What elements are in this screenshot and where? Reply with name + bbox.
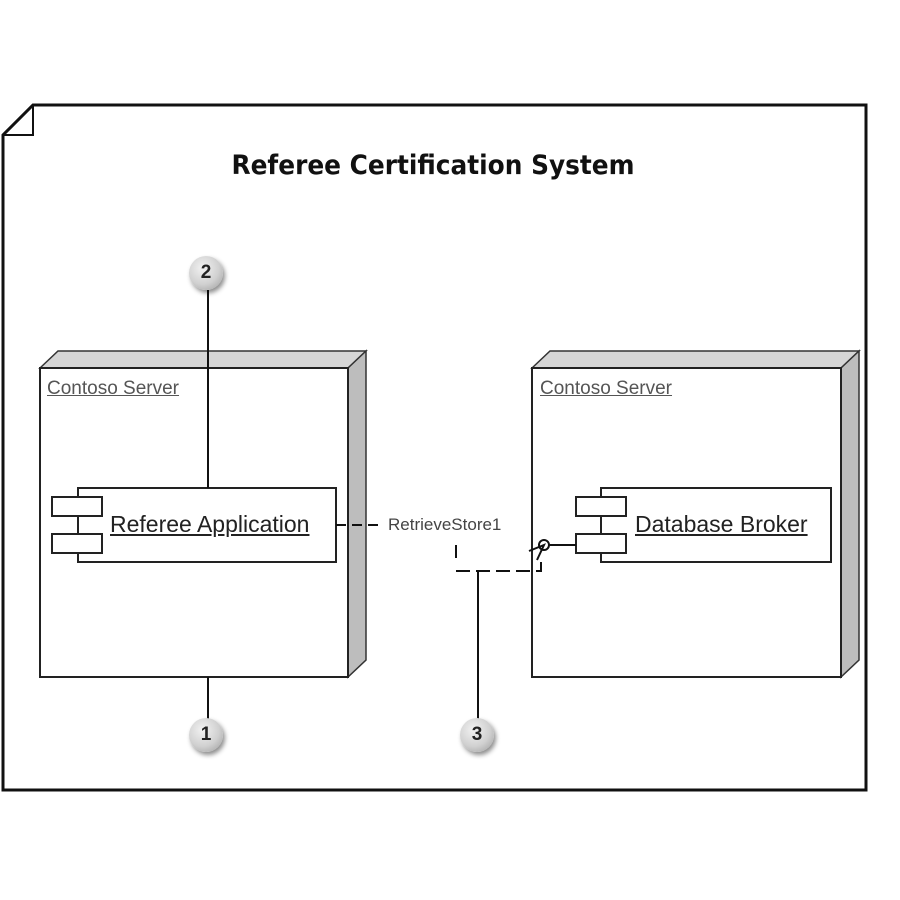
component-box-referee-application	[51, 487, 337, 563]
diagram-title: Referee Certification System	[231, 150, 635, 181]
callout-marker-3: 3	[460, 718, 494, 752]
callout-marker-1: 1	[189, 718, 223, 752]
node-label-right: Contoso Server	[540, 378, 673, 399]
component-box-database-broker	[575, 487, 832, 563]
callout-bracket	[455, 545, 542, 572]
component-label-database-broker: Database Broker	[635, 511, 808, 537]
interface-label: RetrieveStore1	[386, 515, 504, 535]
frame-folded-corner	[3, 105, 34, 136]
node-label-left: Contoso Server	[47, 378, 180, 399]
interface-arrow	[528, 543, 546, 561]
component-label-referee-application: Referee Application	[110, 511, 310, 537]
callout-marker-2: 2	[189, 256, 223, 290]
